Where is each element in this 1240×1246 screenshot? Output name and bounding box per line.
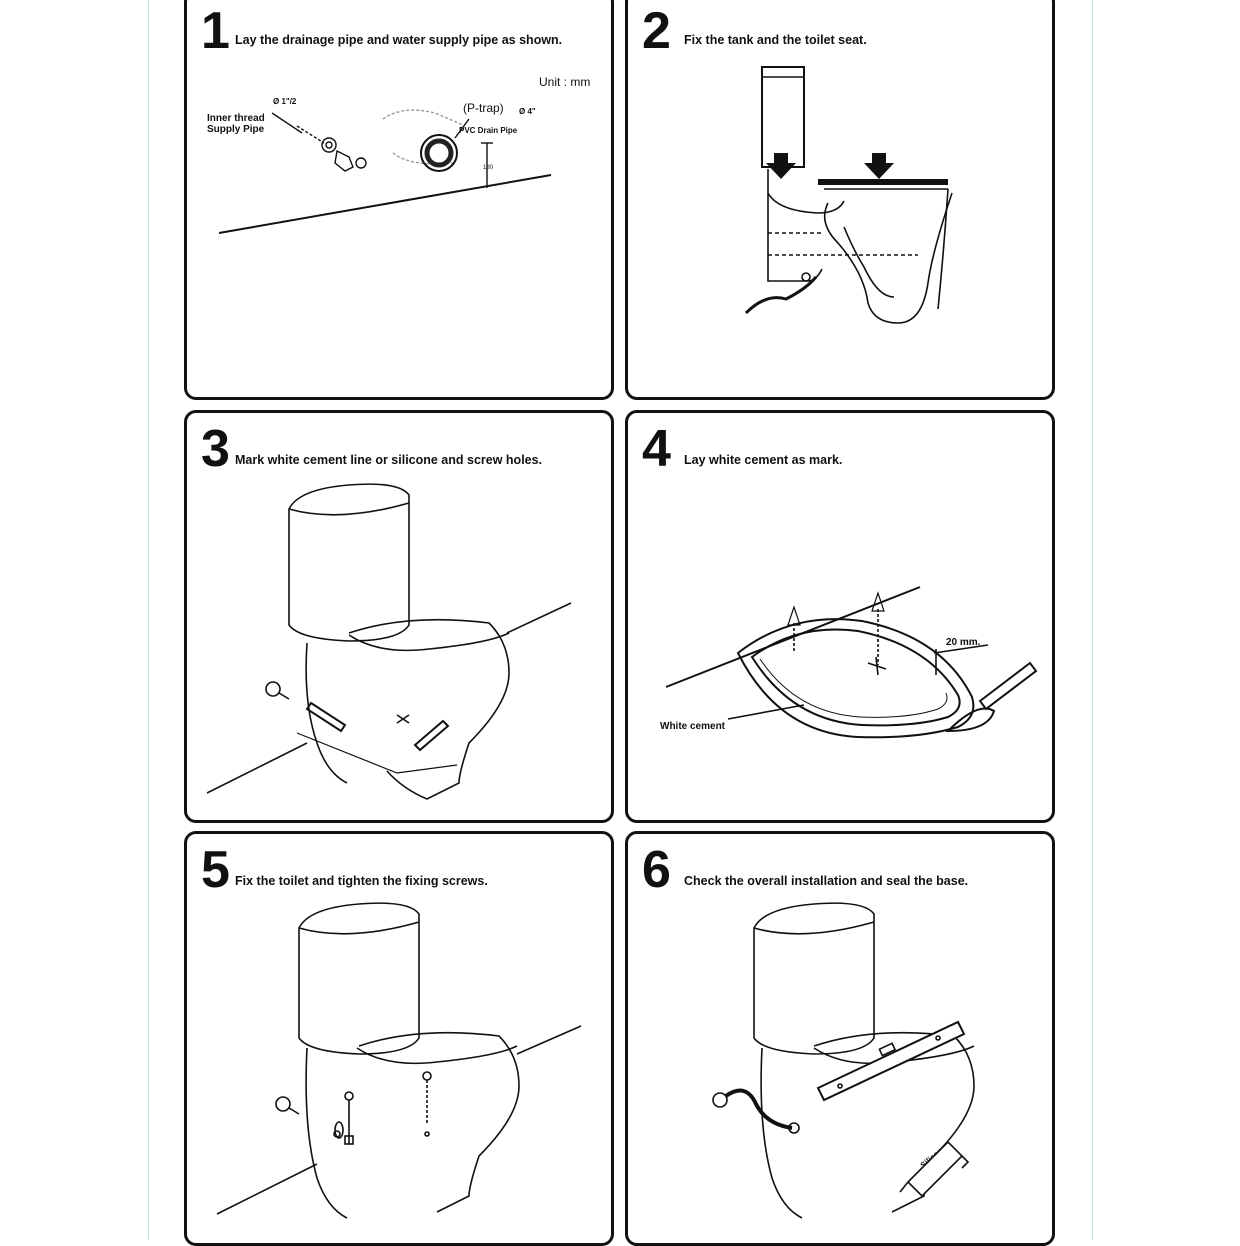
- step-5-instruction: Fix the toilet and tighten the fixing sc…: [235, 874, 488, 888]
- down-arrow-icon: [766, 153, 796, 179]
- white-cement-label: White cement: [660, 721, 726, 732]
- page-edge-left: [148, 0, 149, 1240]
- supply-pipe-label-line1: Inner thread: [207, 113, 265, 124]
- step-4-panel: 4 Lay white cement as mark. 20 mm. White…: [625, 410, 1055, 823]
- p-trap-label: (P-trap): [463, 101, 504, 115]
- step-1-number: 1: [201, 2, 230, 60]
- step-6-illustration: [712, 902, 975, 1219]
- down-arrow-icon: [864, 153, 894, 179]
- step-5-panel: 5 Fix the toilet and tighten the fixing …: [184, 831, 614, 1246]
- height-label: 180: [483, 165, 494, 171]
- step-1-instruction: Lay the drainage pipe and water supply p…: [235, 33, 563, 47]
- drain-pipe-label: PVC Drain Pipe: [459, 126, 518, 135]
- step-3-illustration: [206, 483, 572, 800]
- step-4-number: 4: [642, 420, 671, 478]
- unit-label: Unit : mm: [539, 75, 591, 89]
- step-6-number: 6: [642, 841, 671, 899]
- drain-size-label: Ø 4": [519, 107, 536, 116]
- step-5-number: 5: [201, 841, 230, 899]
- supply-pipe-label-line2: Supply Pipe: [207, 124, 265, 135]
- step-2-instruction: Fix the tank and the toilet seat.: [684, 33, 867, 47]
- step-4-illustration: [665, 586, 1038, 739]
- step-2-panel: 2 Fix the tank and the toilet seat.: [625, 0, 1055, 400]
- step-2-illustration: [744, 66, 953, 324]
- step-3-panel: 3 Mark white cement line or silicone and…: [184, 410, 614, 823]
- step-3-number: 3: [201, 420, 230, 478]
- gap-label: 20 mm.: [946, 637, 981, 648]
- step-6-panel: 6 Check the overall installation and sea…: [625, 831, 1055, 1246]
- step-2-number: 2: [642, 2, 671, 60]
- step-3-instruction: Mark white cement line or silicone and s…: [235, 453, 543, 467]
- step-4-instruction: Lay white cement as mark.: [684, 453, 843, 467]
- step-1-panel: 1 Lay the drainage pipe and water supply…: [184, 0, 614, 400]
- supply-size-label: Ø 1"/2: [273, 97, 297, 106]
- step-6-instruction: Check the overall installation and seal …: [684, 874, 969, 888]
- step-5-illustration: [216, 902, 582, 1219]
- page-edge-right: [1092, 0, 1093, 1240]
- step-1-illustration: [218, 109, 552, 234]
